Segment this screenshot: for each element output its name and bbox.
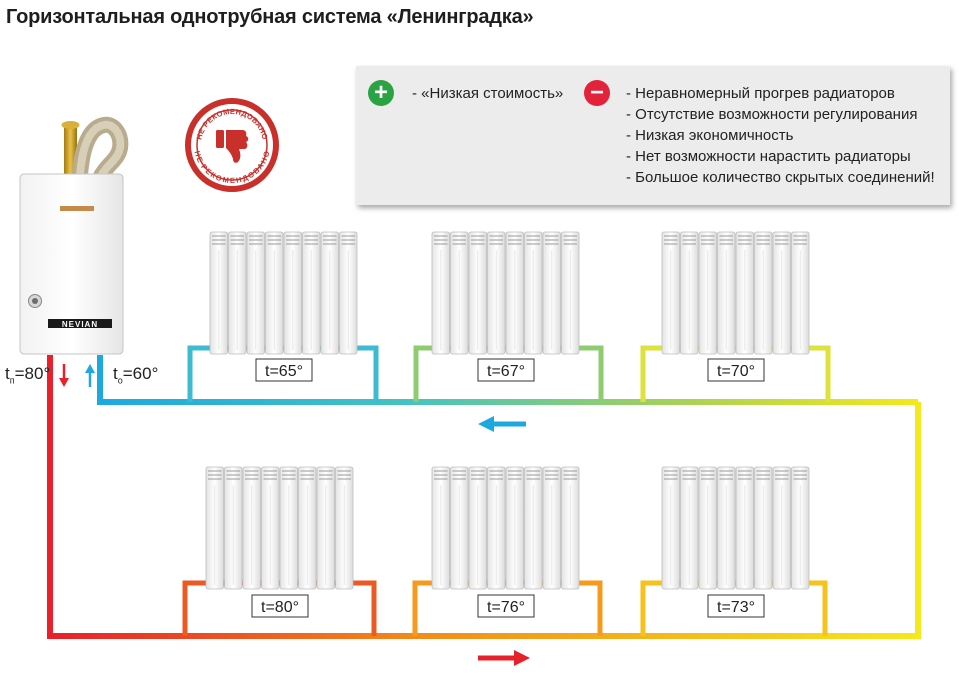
flow-direction-arrow-icon — [478, 650, 530, 666]
minus-icon: − — [584, 80, 610, 106]
svg-text:t=73°: t=73° — [717, 599, 755, 616]
pros-list: - «Низкая стоимость» — [412, 83, 563, 104]
svg-text:t=80°: t=80° — [261, 599, 299, 616]
radiator — [661, 231, 810, 355]
supply-arrow-icon — [59, 364, 69, 387]
thumbs-down-icon — [216, 130, 249, 163]
radiator — [209, 231, 358, 355]
return-temperature-label: tо=60° — [113, 364, 159, 386]
radiator-temperature-label: t=73° — [707, 594, 765, 618]
flow-direction-arrow-icon — [478, 416, 526, 432]
radiator — [431, 466, 580, 590]
pros-item: - «Низкая стоимость» — [412, 85, 564, 102]
return-arrow-icon — [85, 364, 95, 387]
not-recommended-stamp: НЕ РЕКОМЕНДОВАНО НЕ РЕКОМЕНДОВАНО — [185, 98, 279, 192]
svg-text:t=76°: t=76° — [487, 599, 525, 616]
radiator-temperature-label: t=80° — [251, 594, 309, 618]
radiator — [205, 466, 354, 590]
cons-item: - Неравномерный прогрев радиаторов — [626, 85, 895, 102]
cons-item: - Отсутствие возможности регулирования — [626, 106, 918, 123]
cons-item: - Нет возможности нарастить радиаторы — [626, 148, 911, 165]
cons-item: - Низкая экономичность — [626, 127, 794, 144]
boiler-indicator-strip — [60, 206, 94, 211]
cons-list: - Неравномерный прогрев радиаторов - Отс… — [626, 83, 935, 188]
supply-temperature-label: tп=80° — [5, 364, 51, 386]
radiator-temperature-label: t=67° — [477, 358, 535, 382]
boiler-brand: NEVIAN — [62, 320, 98, 329]
cons-item: - Большое количество скрытых соединений! — [626, 169, 935, 186]
page-title: Горизонтальная однотрубная система «Лени… — [6, 6, 534, 28]
radiator-temperature-label: t=70° — [707, 358, 765, 382]
svg-text:t=65°: t=65° — [265, 363, 303, 380]
pros-cons-panel: + - «Низкая стоимость» − - Неравномерный… — [356, 66, 950, 205]
flue-pipe — [61, 116, 129, 186]
radiator-temperature-label: t=65° — [255, 358, 313, 382]
gas-boiler: NEVIAN — [19, 116, 129, 355]
svg-text:t=70°: t=70° — [717, 363, 755, 380]
plus-icon: + — [368, 80, 394, 106]
radiator — [431, 231, 580, 355]
supply-pipe — [47, 355, 921, 639]
svg-text:t=67°: t=67° — [487, 363, 525, 380]
radiator-temperature-label: t=76° — [477, 594, 535, 618]
boiler-brand-plate — [48, 319, 112, 328]
radiator — [661, 466, 810, 590]
